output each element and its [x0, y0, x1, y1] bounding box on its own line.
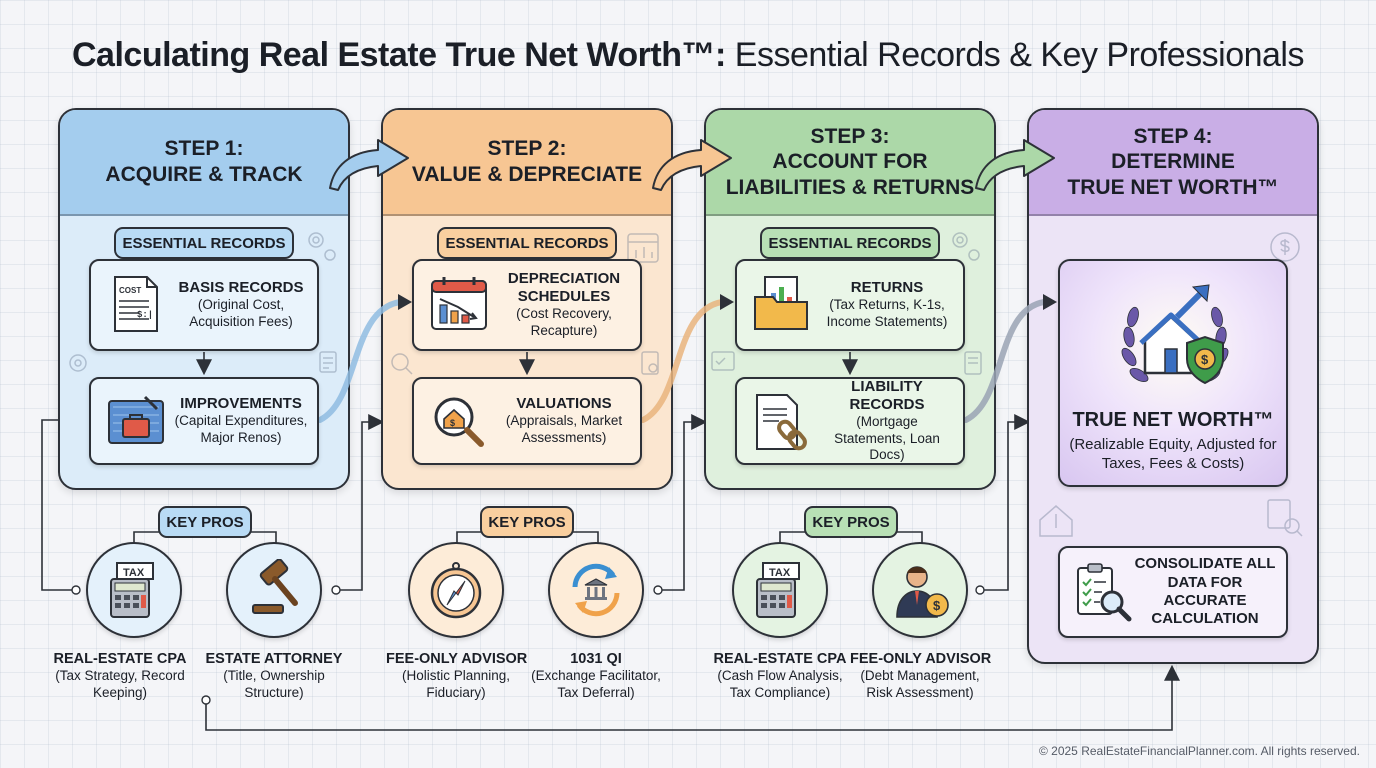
1031-qi-desc: (Exchange Facilitator, Tax Deferral): [531, 668, 661, 700]
fee-only-advisor-1-label: FEE-ONLY ADVISOR (Holistic Planning, Fid…: [386, 650, 528, 702]
tax-calculator-icon: TAX: [756, 562, 800, 618]
svg-text:$: $: [1201, 352, 1209, 367]
step3-title-line1: ACCOUNT FOR: [772, 150, 928, 174]
step1-records-tag: ESSENTIAL RECORDS: [114, 227, 294, 259]
basis-records-title: BASIS RECORDS: [178, 279, 304, 297]
title-bold: Calculating Real Estate True Net Worth™:: [72, 36, 726, 74]
house-laurel-shield-icon: $: [1121, 284, 1229, 385]
estate-attorney-name: ESTATE ATTORNEY: [205, 651, 343, 667]
cost-document-icon: COST $:|: [114, 276, 158, 332]
fee-only-advisor-1-desc: (Holistic Planning, Fiduciary): [401, 668, 511, 700]
fee-only-advisor-2-badge: $: [872, 542, 968, 638]
svg-text:TAX: TAX: [769, 567, 791, 579]
step1-header: STEP 1: ACQUIRE & TRACK: [60, 110, 348, 216]
estate-attorney-label: ESTATE ATTORNEY (Title, Ownership Struct…: [204, 650, 344, 702]
svg-text:$: $: [450, 418, 455, 428]
advisor-person-icon: $: [896, 566, 949, 618]
returns-card: RETURNS (Tax Returns, K-1s, Income State…: [735, 259, 965, 351]
step2-number: STEP 2:: [487, 137, 567, 161]
svg-text:$: $: [933, 598, 941, 613]
fee-only-advisor-1-badge: [408, 542, 504, 638]
step4-title-line2: TRUE NET WORTH™: [1067, 175, 1279, 199]
checklist-magnifier-icon: [1077, 563, 1132, 622]
step4-number: STEP 4:: [1133, 124, 1213, 148]
step2-records-tag: ESSENTIAL RECORDS: [437, 227, 617, 259]
true-net-worth-desc: (Realizable Equity, Adjusted for Taxes, …: [1069, 436, 1277, 472]
step3-header: STEP 3: ACCOUNT FOR LIABILITIES & RETURN…: [706, 110, 994, 216]
step1-number: STEP 1:: [164, 137, 244, 161]
basis-records-card: COST $:| BASIS RECORDS (Original Cost, A…: [89, 259, 319, 351]
true-net-worth-card: $ TRUE NET WORTH™ (Realizable Equity, Ad…: [1058, 259, 1288, 487]
liability-records-card: LIABILITY RECORDS (Mortgage Statements, …: [735, 377, 965, 465]
liability-records-desc: (Mortgage Statements, Loan Docs): [834, 413, 940, 463]
house-magnifier-icon: $: [434, 397, 484, 447]
basis-records-desc: (Original Cost, Acquisition Fees): [189, 297, 293, 329]
svg-text:TAX: TAX: [123, 567, 145, 579]
step2-title: VALUE & DEPRECIATE: [411, 163, 643, 186]
real-estate-cpa-1-name: REAL-ESTATE CPA: [53, 651, 187, 667]
depreciation-schedules-desc: (Cost Recovery, Recapture): [516, 306, 612, 338]
tax-calculator-icon: TAX: [110, 562, 154, 618]
blueprint-toolbox-icon: [108, 395, 164, 444]
step2-pros-tag: KEY PROS: [480, 506, 574, 538]
1031-qi-label: 1031 QI (Exchange Facilitator, Tax Defer…: [526, 650, 666, 702]
depreciation-schedules-card: DEPRECIATION SCHEDULES (Cost Recovery, R…: [412, 259, 642, 351]
calendar-chart-icon: [431, 277, 487, 330]
estate-attorney-desc: (Title, Ownership Structure): [223, 668, 325, 700]
title-light: Essential Records & Key Professionals: [725, 36, 1305, 74]
step3-title-line2: LIABILITIES & RETURNS: [725, 175, 975, 199]
step4-title-line1: DETERMINE: [1111, 150, 1235, 174]
returns-desc: (Tax Returns, K-1s, Income Statements): [826, 297, 948, 329]
page-title: Calculating Real Estate True Net Worth™:…: [0, 36, 1376, 75]
real-estate-cpa-2-label: REAL-ESTATE CPA (Cash Flow Analysis, Tax…: [710, 650, 850, 702]
depreciation-schedules-title: DEPRECIATION SCHEDULES: [507, 270, 621, 306]
exchange-bank-icon: [572, 563, 620, 617]
fee-only-advisor-1-name: FEE-ONLY ADVISOR: [386, 651, 528, 667]
svg-text:$:|: $:|: [137, 310, 153, 320]
step1-title: ACQUIRE & TRACK: [105, 163, 303, 186]
gavel-icon: [252, 559, 298, 614]
step1-pros-tag: KEY PROS: [158, 506, 252, 538]
step2-header: STEP 2: VALUE & DEPRECIATE: [383, 110, 671, 216]
real-estate-cpa-1-label: REAL-ESTATE CPA (Tax Strategy, Record Ke…: [50, 650, 190, 702]
improvements-title: IMPROVEMENTS: [180, 395, 302, 413]
valuations-card: $ VALUATIONS (Appraisals, Market Assessm…: [412, 377, 642, 465]
returns-title: RETURNS: [850, 279, 924, 297]
valuations-desc: (Appraisals, Market Assessments): [505, 413, 623, 445]
step3-number: STEP 3:: [810, 124, 890, 148]
real-estate-cpa-2-badge: TAX: [732, 542, 828, 638]
estate-attorney-badge: [226, 542, 322, 638]
real-estate-cpa-2-desc: (Cash Flow Analysis, Tax Compliance): [717, 668, 843, 700]
true-net-worth-title: TRUE NET WORTH™: [1072, 409, 1274, 431]
step3-records-tag: ESSENTIAL RECORDS: [760, 227, 940, 259]
fee-only-advisor-2-desc: (Debt Management, Risk Assessment): [860, 668, 980, 700]
valuations-title: VALUATIONS: [516, 395, 612, 413]
real-estate-cpa-1-badge: TAX: [86, 542, 182, 638]
consolidate-text: CONSOLIDATE ALL DATA FOR ACCURATE CALCUL…: [1134, 555, 1276, 628]
1031-qi-badge: [548, 542, 644, 638]
improvements-card: IMPROVEMENTS (Capital Expenditures, Majo…: [89, 377, 319, 465]
1031-qi-name: 1031 QI: [570, 651, 622, 667]
document-chain-icon: [756, 394, 807, 451]
fee-only-advisor-2-label: FEE-ONLY ADVISOR (Debt Management, Risk …: [850, 650, 992, 702]
liability-records-title: LIABILITY RECORDS: [849, 377, 925, 413]
svg-text:COST: COST: [119, 286, 141, 295]
step3-pros-tag: KEY PROS: [804, 506, 898, 538]
step4-header: STEP 4: DETERMINE TRUE NET WORTH™: [1029, 110, 1317, 216]
compass-icon: [430, 562, 482, 619]
consolidate-card: CONSOLIDATE ALL DATA FOR ACCURATE CALCUL…: [1058, 546, 1288, 638]
improvements-desc: (Capital Expenditures, Major Renos): [174, 413, 308, 445]
copyright-notice: © 2025 RealEstateFinancialPlanner.com. A…: [1038, 744, 1360, 758]
folder-chart-icon: [754, 276, 808, 330]
fee-only-advisor-2-name: FEE-ONLY ADVISOR: [850, 651, 992, 667]
real-estate-cpa-2-name: REAL-ESTATE CPA: [713, 651, 847, 667]
real-estate-cpa-1-desc: (Tax Strategy, Record Keeping): [55, 668, 185, 700]
